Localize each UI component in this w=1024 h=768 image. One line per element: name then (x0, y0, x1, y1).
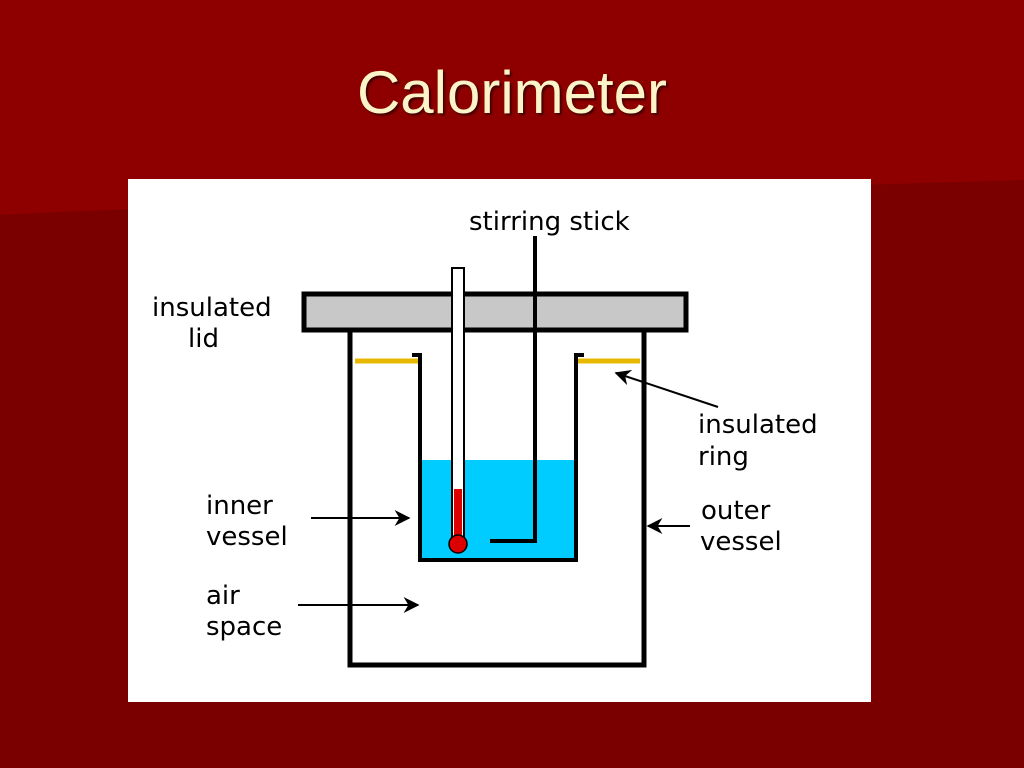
outer-vessel (347, 331, 647, 668)
calorimeter-drawing: stirring stick insulated lid insulated r… (152, 207, 818, 668)
outer-vessel-label-line2: vessel (700, 527, 782, 557)
insulated-ring-label-line2: ring (698, 442, 749, 472)
water (422, 460, 574, 558)
stirring-stick-label: stirring stick (469, 207, 630, 237)
insulated-ring-label-line1: insulated (698, 410, 818, 440)
air-space-label-line1: air (206, 581, 240, 611)
inner-vessel-label-line2: vessel (206, 522, 288, 552)
outer-vessel-label-line1: outer (701, 496, 771, 526)
stirring-stick (490, 236, 537, 543)
inner-vessel-label-line1: inner (206, 491, 273, 521)
thermometer-bulb (448, 534, 468, 554)
insulated-lid (301, 291, 689, 333)
insulated-lid-label-line1: insulated (152, 293, 272, 323)
thermometer-mercury (454, 489, 462, 543)
insulated-ring-arrow (614, 369, 719, 408)
air-space-label-line2: space (206, 612, 282, 642)
slide-title: Calorimeter (356, 59, 668, 126)
insulated-lid-label-line2: lid (188, 324, 219, 354)
inner-vessel (412, 353, 584, 562)
calorimeter-diagram: stirring stick insulated lid insulated r… (128, 179, 871, 702)
